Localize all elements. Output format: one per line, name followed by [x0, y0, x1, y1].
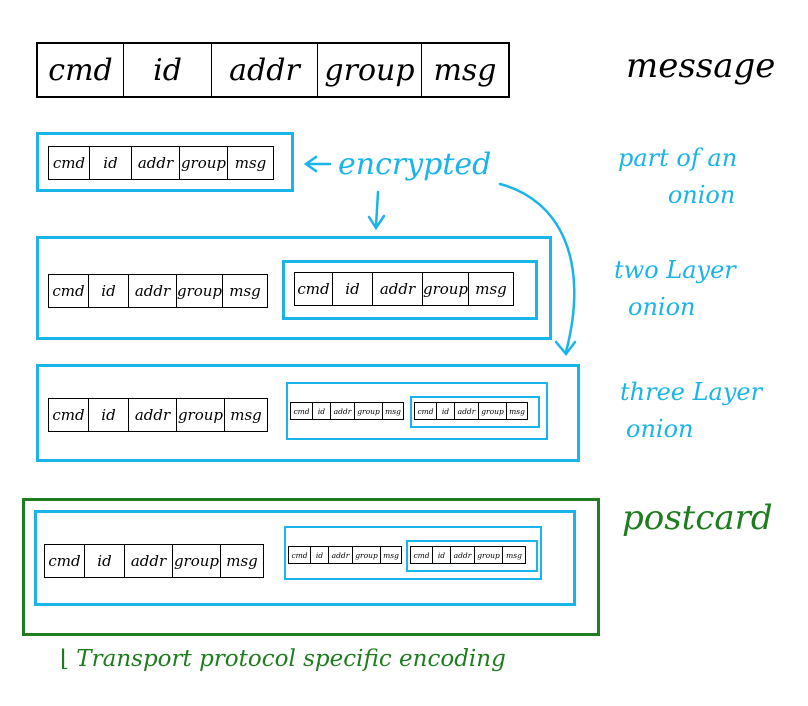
- part-of-onion-line1: part of an: [618, 144, 738, 172]
- message-row: cmd id addr group msg: [288, 546, 402, 564]
- message-row: cmd id addr group msg: [290, 402, 404, 420]
- two-layer-line1: two Layer: [614, 256, 736, 284]
- field-id: id: [313, 403, 331, 419]
- field-addr: addr: [129, 399, 177, 431]
- field-addr: addr: [212, 44, 318, 96]
- field-cmd: cmd: [49, 147, 90, 179]
- field-addr: addr: [331, 403, 355, 419]
- two-layer-line2: onion: [628, 293, 696, 322]
- message-row: cmd id addr group msg: [414, 402, 528, 420]
- field-group: group: [355, 403, 383, 419]
- message-row: cmd id addr group msg: [36, 42, 510, 98]
- field-group: group: [180, 147, 228, 179]
- onion-middle-layer-box: [286, 382, 548, 440]
- three-layer-line2: onion: [626, 415, 694, 444]
- onion-outer-layer-box: [34, 510, 576, 606]
- field-cmd: cmd: [289, 547, 311, 563]
- onion-outer-layer-box: [36, 364, 580, 462]
- postcard-transport-box: [22, 498, 600, 636]
- field-group: group: [318, 44, 422, 96]
- encrypted-label: encrypted: [338, 147, 492, 182]
- message-row: cmd id addr group msg: [48, 398, 268, 432]
- onion-inner-layer-box: [410, 396, 540, 428]
- field-msg: msg: [433, 52, 497, 88]
- onion-middle-layer-box: [284, 526, 542, 580]
- field-msg: msg: [509, 406, 525, 416]
- field-addr: addr: [329, 547, 353, 563]
- field-id: id: [437, 403, 455, 419]
- field-group: group: [177, 275, 223, 307]
- onion-layer-box: [36, 132, 294, 192]
- message-row: cmd id addr group msg: [294, 272, 514, 306]
- field-group: group: [173, 545, 221, 577]
- field-id: id: [89, 399, 129, 431]
- field-addr: addr: [129, 275, 177, 307]
- field-cmd: cmd: [415, 403, 437, 419]
- transport-note: ⌊ Transport protocol specific encoding: [60, 646, 506, 672]
- arrow-curved-icon: [498, 182, 577, 357]
- field-addr: addr: [373, 273, 423, 305]
- field-id: id: [433, 547, 451, 563]
- bracket-mark-icon: ⌊: [60, 646, 77, 672]
- message-row: cmd id addr group msg: [410, 546, 526, 564]
- field-msg: msg: [234, 154, 267, 172]
- field-cmd: cmd: [411, 547, 433, 563]
- field-id: id: [311, 547, 329, 563]
- field-cmd: cmd: [291, 403, 313, 419]
- field-id: id: [85, 545, 125, 577]
- part-of-onion-line2: onion: [667, 181, 736, 210]
- field-addr: addr: [132, 147, 180, 179]
- transport-note-text: Transport protocol specific encoding: [76, 646, 506, 672]
- field-msg: msg: [230, 406, 262, 424]
- field-msg: msg: [506, 550, 522, 560]
- two-layer-label: two Layer onion: [614, 252, 736, 326]
- field-msg: msg: [226, 552, 258, 570]
- field-id: id: [90, 147, 132, 179]
- field-group: group: [423, 273, 469, 305]
- field-msg: msg: [385, 406, 401, 416]
- field-id: id: [89, 275, 129, 307]
- three-layer-label: three Layer onion: [620, 374, 762, 448]
- field-group: group: [353, 547, 381, 563]
- part-of-onion-label: part of an onion: [618, 140, 737, 214]
- arrow-down-icon: [367, 190, 386, 231]
- message-row: cmd id addr group msg: [48, 274, 268, 308]
- field-cmd: cmd: [38, 44, 124, 96]
- field-id: id: [124, 44, 212, 96]
- message-row: cmd id addr group msg: [44, 544, 264, 578]
- onion-inner-layer-box: [406, 540, 538, 572]
- field-msg: msg: [229, 282, 261, 300]
- onion-inner-layer-box: [282, 260, 538, 320]
- field-cmd: cmd: [295, 273, 333, 305]
- field-cmd: cmd: [45, 545, 85, 577]
- field-cmd: cmd: [49, 399, 89, 431]
- message-label: message: [626, 46, 776, 86]
- onion-outer-layer-box: [36, 236, 552, 340]
- field-msg: msg: [475, 280, 507, 298]
- field-group: group: [177, 399, 225, 431]
- field-group: group: [479, 403, 507, 419]
- field-addr: addr: [451, 547, 475, 563]
- field-addr: addr: [455, 403, 479, 419]
- field-msg: msg: [383, 550, 399, 560]
- postcard-label: postcard: [622, 498, 773, 538]
- field-cmd: cmd: [49, 275, 89, 307]
- field-id: id: [333, 273, 373, 305]
- field-group: group: [475, 547, 503, 563]
- message-row: cmd id addr group msg: [48, 146, 274, 180]
- arrow-left-icon: [303, 155, 332, 173]
- field-addr: addr: [125, 545, 173, 577]
- three-layer-line1: three Layer: [620, 378, 763, 406]
